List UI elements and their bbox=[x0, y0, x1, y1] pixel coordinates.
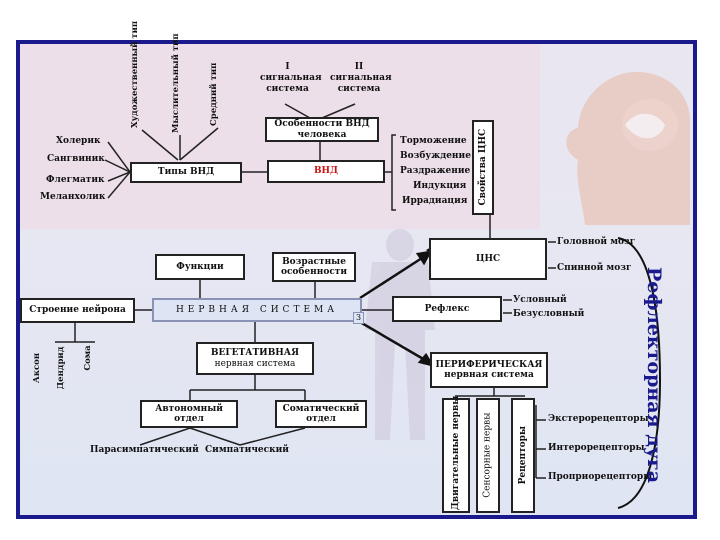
parasympathetic-label: Парасимпатический bbox=[90, 445, 199, 455]
reflex-unconditioned: Безусловный bbox=[513, 309, 585, 319]
neuron-axon: Аксон bbox=[32, 352, 42, 384]
receptors-label: Рецепторы bbox=[517, 426, 528, 485]
neuron-structure-box: Строение нейрона bbox=[20, 298, 135, 323]
nervous-system-box: НЕРВНАЯ СИСТЕМА bbox=[152, 298, 362, 322]
cns-properties-label: Свойства ЦНС bbox=[477, 129, 488, 206]
sympathetic-label: Симпатический bbox=[205, 445, 289, 455]
temperament-melancholic: Меланхолик bbox=[40, 192, 106, 202]
functions-box: Функции bbox=[155, 254, 245, 280]
head-silhouette-icon bbox=[566, 71, 690, 225]
temperament-phlegmatic: Флегматик bbox=[46, 175, 105, 185]
age-features-box: Возрастные особенности bbox=[272, 252, 356, 282]
type-mental-label: Мыслительный тип bbox=[171, 33, 181, 133]
neuron-soma: Сома bbox=[83, 345, 93, 371]
neuron-dendrite: Дендрид bbox=[56, 346, 66, 390]
receptors-box: Рецепторы bbox=[511, 398, 535, 513]
sensory-nerves-box: Сенсорные нервы bbox=[476, 398, 500, 513]
cns-prop-induction: Индукция bbox=[413, 181, 467, 191]
peripheral-ns-box: ПЕРИФЕРИЧЕСКАЯ нервная система bbox=[430, 352, 548, 388]
brain-label: Головной мозг bbox=[557, 237, 636, 247]
reflex-box: Рефлекс bbox=[392, 296, 502, 322]
slide-number: 3 bbox=[353, 312, 365, 324]
cns-properties-box: Свойства ЦНС bbox=[472, 120, 494, 215]
signal-system-1: I сигнальная система bbox=[260, 62, 322, 94]
peripheral-subtitle: нервная система bbox=[444, 370, 534, 380]
vnd-box: ВНД bbox=[267, 160, 385, 183]
autonomic-box: Автономный отдел bbox=[140, 400, 238, 428]
reflex-arc-title: Рефлекторная дуга bbox=[643, 266, 665, 484]
vnd-types-box: Типы ВНД bbox=[130, 162, 242, 183]
vegetative-subtitle: нервная система bbox=[214, 358, 296, 369]
motor-nerves-box: Двигательные нервы bbox=[442, 396, 470, 513]
cns-prop-excitation: Возбуждение bbox=[400, 151, 471, 161]
vegetative-title: ВЕГЕТАТИВНАЯ bbox=[210, 348, 300, 359]
vnd-features-box: Особенности ВНД человека bbox=[265, 117, 379, 142]
sensory-nerves-label: Сенсорные нервы bbox=[482, 412, 493, 499]
exteroreceptors: Экстерорецепторы bbox=[548, 414, 649, 424]
type-middle-label: Средний тип bbox=[209, 62, 219, 126]
type-artistic-label: Художественный тип bbox=[130, 20, 140, 128]
proprioreceptors: Проприорецепторы bbox=[548, 472, 653, 482]
peripheral-title: ПЕРИФЕРИЧЕСКАЯ bbox=[435, 359, 543, 370]
cns-prop-inhibition: Торможение bbox=[400, 136, 467, 146]
temperament-sanguine: Сангвиник bbox=[47, 154, 105, 164]
somatic-box: Соматический отдел bbox=[275, 400, 367, 428]
cns-prop-irradiation: Иррадиация bbox=[402, 196, 468, 206]
temperament-choleric: Холерик bbox=[56, 136, 101, 146]
signal-system-2: II сигнальная система bbox=[330, 62, 392, 94]
cns-box: ЦНС bbox=[429, 238, 547, 280]
motor-nerves-label: Двигательные нервы bbox=[450, 396, 461, 511]
cns-prop-irritation: Раздражение bbox=[400, 166, 471, 176]
interoreceptors: Интерорецепторы bbox=[548, 443, 645, 453]
spinal-cord-label: Спинной мозг bbox=[557, 263, 632, 273]
reflex-conditioned: Условный bbox=[513, 295, 567, 305]
vegetative-ns-box: ВЕГЕТАТИВНАЯ нервная система bbox=[196, 342, 314, 375]
